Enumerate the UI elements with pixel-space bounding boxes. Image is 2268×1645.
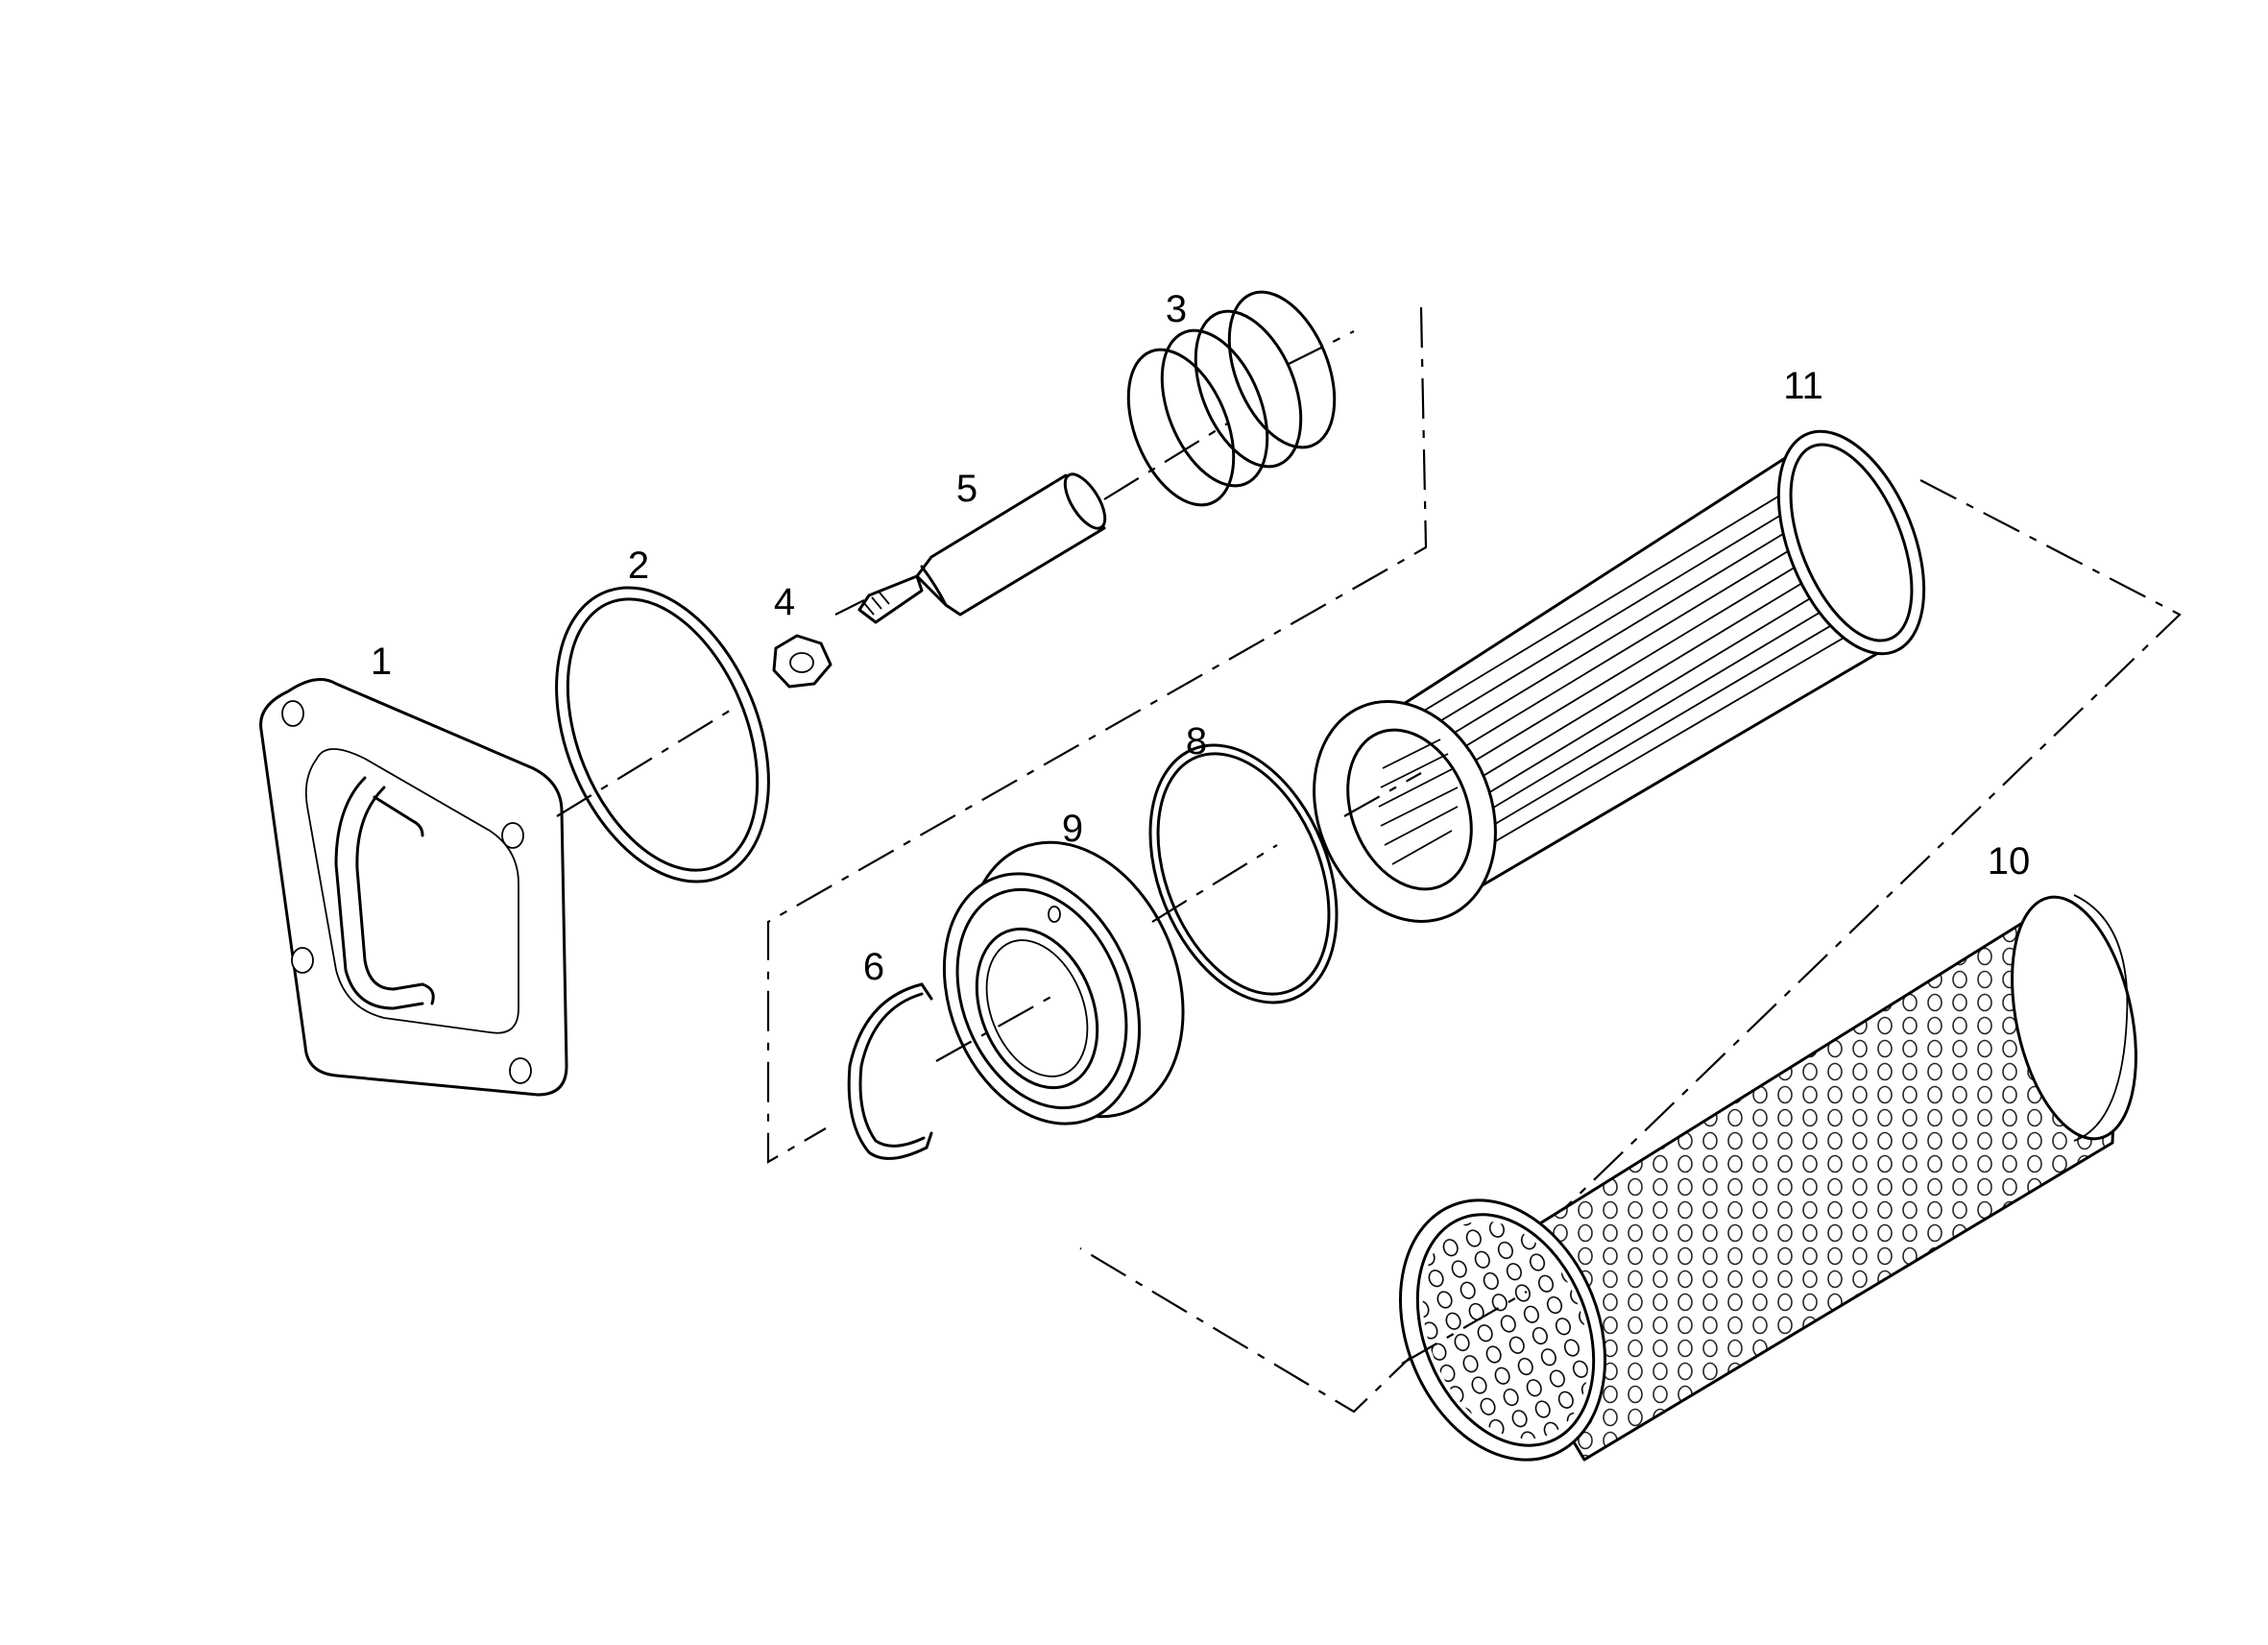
callout-9: 9 <box>1062 808 1083 850</box>
callout-4: 4 <box>774 581 795 623</box>
callout-8: 8 <box>1186 720 1207 762</box>
part-5-shaft <box>857 472 1107 624</box>
bolt-hole <box>501 822 524 849</box>
part-10-perforated-screen <box>1398 894 2137 1462</box>
callout-11: 11 <box>1783 365 1823 407</box>
callout-2: 2 <box>628 544 649 587</box>
part-4-hex-nut <box>772 634 832 689</box>
part-3-spring <box>1126 290 1337 507</box>
group-boundary-upper <box>766 306 1428 1164</box>
part-2-large-o-ring <box>555 586 770 883</box>
bolt-hole <box>281 700 304 727</box>
bolt-hole <box>509 1057 532 1084</box>
group-boundary-lower <box>1079 479 2182 1414</box>
bolt-hole <box>291 947 314 974</box>
callout-10: 10 <box>1988 840 2031 883</box>
part-8-o-ring <box>1148 743 1339 1004</box>
callout-1: 1 <box>371 641 392 683</box>
assembly-axis-lines <box>556 330 1528 1365</box>
part-1-cover-plate <box>259 678 568 1097</box>
callout-5: 5 <box>956 468 977 510</box>
callout-3: 3 <box>1166 288 1187 330</box>
part-9-valve-seat <box>942 840 1185 1125</box>
part-11-filter-element <box>1313 429 1926 923</box>
part-6-retaining-ring <box>847 982 933 1160</box>
callout-6: 6 <box>863 946 884 988</box>
